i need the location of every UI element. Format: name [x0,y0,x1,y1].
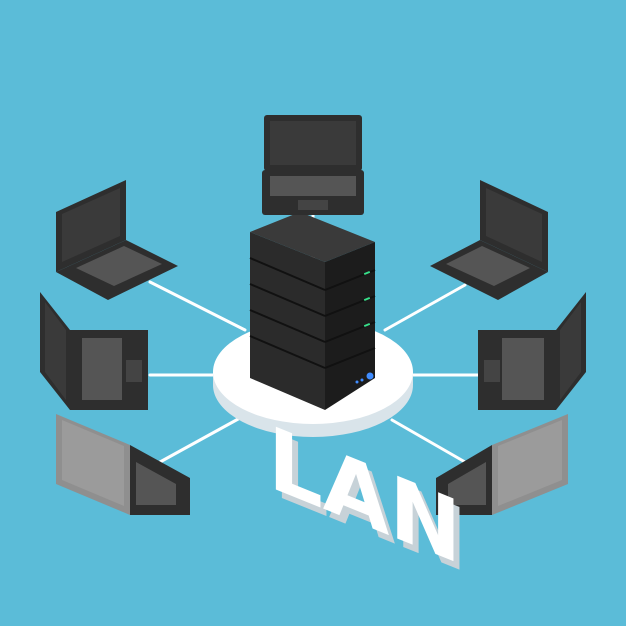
connection-line-bottom-right [390,418,467,464]
laptop-icon [436,414,568,515]
status-led-group [363,270,371,328]
connection-line-top-right [383,283,467,332]
laptop-icon [430,180,548,300]
connection-line-top-left [148,280,247,332]
connection-line-bottom-left [158,416,242,464]
laptop-icon [262,115,364,215]
laptop-icon [56,180,178,300]
power-led [366,372,374,380]
laptop-icon [56,414,190,515]
laptop-icon [478,292,586,410]
server-rack-icon [249,212,376,410]
laptop-icon [40,292,148,410]
